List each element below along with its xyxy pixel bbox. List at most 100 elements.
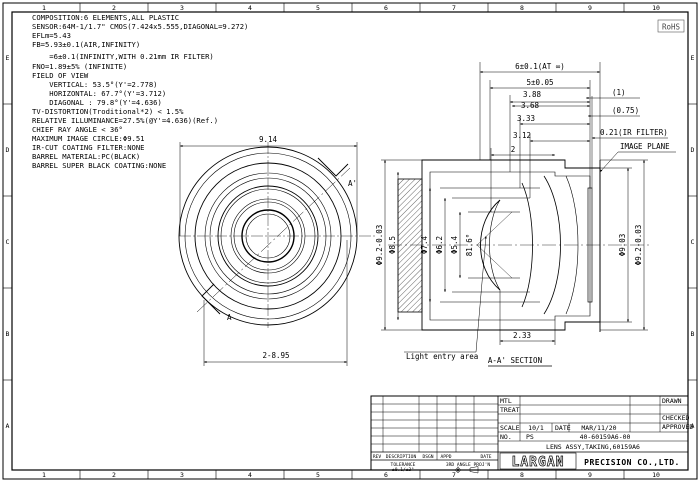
zone-col-4-bottom: 4 xyxy=(248,471,252,479)
zone-col-10: 10 xyxy=(652,4,660,12)
dia-7-4: Φ7.4 xyxy=(420,235,429,254)
zone-col-5-bottom: 5 xyxy=(316,471,320,479)
zone-col-6: 6 xyxy=(384,4,388,12)
no-value: PS xyxy=(526,433,534,441)
spec-line: EFLm=5.43 xyxy=(32,31,71,40)
date-header: DATE xyxy=(480,454,491,460)
zone-row-b: B xyxy=(6,330,10,338)
spec-notes: COMPOSITION:6 ELEMENTS,ALL PLASTIC SENSO… xyxy=(32,13,248,170)
zone-col-8: 8 xyxy=(520,4,524,12)
zone-col-6-bottom: 6 xyxy=(384,471,388,479)
zone-row-c: C xyxy=(6,238,10,246)
rohs-stamp: RoHS xyxy=(657,19,685,33)
spec-line: RELATIVE ILLUMINANCE=27.5%(@Y'=4.636)(Re… xyxy=(32,116,218,125)
spec-line: TV-DISTORTION(Troditional*2) < 1.5% xyxy=(32,107,184,116)
dia-9-03: Φ9.03 xyxy=(618,234,627,257)
zone-col-8-bottom: 8 xyxy=(520,471,524,479)
zone-row-a-right: A xyxy=(691,422,695,430)
front-width-dim: 9.14 xyxy=(259,135,278,144)
dim-2: 2 xyxy=(511,145,516,154)
zone-col-3-bottom: 3 xyxy=(180,471,184,479)
rev-header: REV xyxy=(373,454,382,460)
tolerance-label: TOLERANCE xyxy=(391,462,416,468)
date-label: DATE xyxy=(555,424,571,432)
part-number: 40-60159A6-00 xyxy=(580,433,631,441)
front-view xyxy=(178,142,376,366)
zone-row-e: E xyxy=(6,54,10,62)
field-angle: 81.6° xyxy=(465,234,474,257)
dim-3-88: 3.88 xyxy=(523,90,542,99)
dim-right-1: (1) xyxy=(612,88,626,97)
projection-label: 3RD ANGLE PROJ'N xyxy=(446,462,490,468)
dim-right-0-75: (0.75) xyxy=(612,106,639,115)
appd-header: APPD xyxy=(440,454,451,460)
scale-value: 10/1 xyxy=(528,424,544,432)
spec-line: FB=5.93±0.1(AIR,INFINITY) xyxy=(32,40,140,49)
zone-row-b-right: B xyxy=(691,330,695,338)
company-logo: LARGAN PRECISION CO.,LTD. xyxy=(499,452,680,470)
spec-line: SENSOR:64M-1/1.7" CMOS(7.424x5.555,DIAGO… xyxy=(32,22,248,31)
zone-col-4: 4 xyxy=(248,4,252,12)
zone-col-10-bottom: 10 xyxy=(652,471,660,479)
spec-line: HORIZONTAL: 67.7°(Y'=3.712) xyxy=(32,89,166,98)
rohs-label: RoHS xyxy=(662,23,681,32)
treat-label: TREAT xyxy=(500,406,520,414)
part-description: LENS ASSY,TAKING,60159A6 xyxy=(546,443,640,451)
dia-9-2-left: Φ9.2-0.03 xyxy=(375,225,384,266)
spec-line: CHIEF RAY ANGLE < 36° xyxy=(32,125,123,134)
date-value: MAR/11/20 xyxy=(581,424,616,432)
spec-line: DIAGONAL : 79.8°(Y'=4.636) xyxy=(32,98,162,107)
spec-line: FIELD OF VIEW xyxy=(32,71,89,80)
zone-col-2-bottom: 2 xyxy=(112,471,116,479)
logo-text: LARGAN xyxy=(512,455,565,470)
section-title: A-A' SECTION xyxy=(488,356,542,365)
spec-line: VERTICAL: 53.5°(Y'=2.778) xyxy=(32,80,158,89)
zone-col-3: 3 xyxy=(180,4,184,12)
zone-row-a: A xyxy=(6,422,10,430)
dim-3-33: 3.33 xyxy=(517,114,535,123)
zone-row-e-right: E xyxy=(691,54,695,62)
spec-line: IR-CUT COATING FILTER:NONE xyxy=(32,143,145,152)
drawn-label: DRAWN xyxy=(662,397,682,405)
spec-line: BARREL MATERIAL:PC(BLACK) xyxy=(32,152,140,161)
zone-col-5: 5 xyxy=(316,4,320,12)
image-plane-label: IMAGE PLANE xyxy=(620,142,670,151)
company-name: PRECISION CO.,LTD. xyxy=(584,458,680,467)
zone-col-7: 7 xyxy=(452,4,456,12)
tolerance-value: ±0.1/±3° xyxy=(392,467,414,473)
spec-line: MAXIMUM IMAGE CIRCLE:Φ9.51 xyxy=(32,134,145,143)
checked-label: CHECKED xyxy=(662,414,689,422)
dsgn-header: DSGN xyxy=(422,454,433,460)
zone-row-c-right: C xyxy=(691,238,695,246)
scale-label: SCALE xyxy=(500,424,520,432)
zone-col-9-bottom: 9 xyxy=(588,471,592,479)
zone-col-1: 1 xyxy=(42,4,46,12)
zone-col-9: 9 xyxy=(588,4,592,12)
description-header: DESCRIPTION xyxy=(386,454,417,460)
dim-2-33: 2.33 xyxy=(513,331,531,340)
spec-line: BARREL SUPER BLACK COATING:NONE xyxy=(32,161,166,170)
zone-row-d: D xyxy=(6,146,10,154)
section-diameter-dims xyxy=(381,159,648,331)
projection-symbol xyxy=(454,466,479,474)
dia-5-4: Φ5.4 xyxy=(450,235,459,254)
spec-line: COMPOSITION:6 ELEMENTS,ALL PLASTIC xyxy=(32,13,179,22)
section-bottom-annotations xyxy=(404,235,556,367)
spec-line: FNO=1.89±5% (INFINITE) xyxy=(32,62,127,71)
dia-9-2-right: Φ9.2-0.03 xyxy=(634,225,643,266)
dim-5: 5±0.05 xyxy=(526,78,553,87)
zone-col-1-bottom: 1 xyxy=(42,471,46,479)
approved-label: APPROVED xyxy=(662,423,693,431)
spec-line: =6±0.1(INFINITY,WITH 0.21mm IR FILTER) xyxy=(32,52,214,61)
dim-3-68: 3.68 xyxy=(521,101,540,110)
title-block-text: MTL TREAT SCALE 10/1 DATE MAR/11/20 NO. … xyxy=(373,397,694,473)
zone-col-7-bottom: 7 xyxy=(452,471,456,479)
light-entry-label: Light entry area xyxy=(406,352,478,361)
zone-markers xyxy=(3,3,697,479)
dim-3-12: 3.12 xyxy=(513,131,531,140)
zone-col-2: 2 xyxy=(112,4,116,12)
no-label: NO. xyxy=(500,433,512,441)
section-top-dims xyxy=(479,62,676,212)
